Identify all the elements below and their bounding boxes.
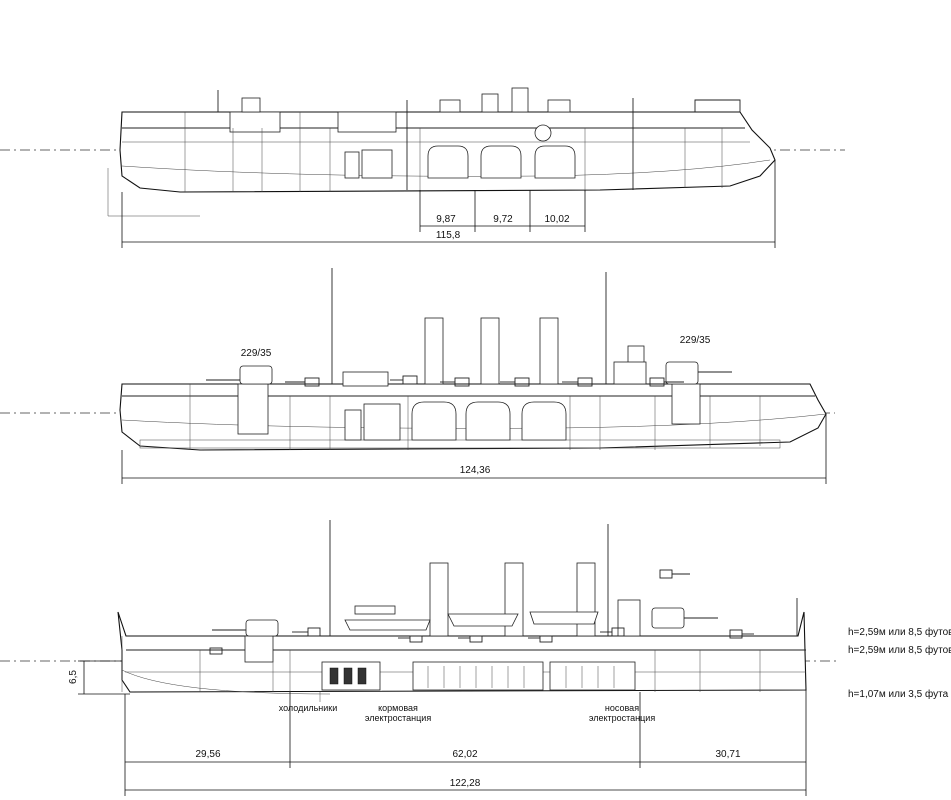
deck-height-3: h=1,07м или 3,5 фута — [848, 688, 949, 700]
view-3-side-elevation: 6,5 h=2,59м или 8,5 футов h=2,59м или 8,… — [0, 520, 951, 796]
label-bow-plant-2: электростанция — [589, 713, 656, 723]
main-gun-aft — [206, 365, 273, 385]
funnel-3 — [539, 317, 559, 385]
draft-value: 6,5 — [68, 670, 79, 684]
gun-caliber-aft: 229/35 — [241, 348, 272, 359]
funnel-1 — [424, 317, 444, 385]
secondary-guns-view-2 — [285, 375, 684, 387]
dimension-lines-view-2 — [121, 414, 827, 484]
gun-caliber-fwd: 229/35 — [680, 335, 711, 346]
deck-height-1: h=2,59м или 8,5 футов — [848, 626, 951, 638]
dim-engine-1: 9,87 — [436, 214, 456, 225]
label-bow-plant-1: носовая — [605, 703, 639, 713]
secondary-guns-view-3 — [200, 569, 754, 655]
label-aft-plant-1: кормовая — [378, 703, 418, 713]
funnel-1-view-3 — [429, 562, 449, 637]
deck-height-2: h=2,59м или 8,5 футов — [848, 644, 951, 656]
dim-engine-2: 9,72 — [493, 214, 513, 225]
view-1-side-elevation: 9,87 9,72 10,02 115,8 — [0, 87, 845, 248]
label-aft-plant-2: электростанция — [365, 713, 432, 723]
funnel-2 — [480, 317, 500, 385]
dim-mid: 62,02 — [452, 749, 477, 760]
dim-total-view-3: 122,28 — [450, 778, 481, 789]
dim-total-view-2: 124,36 — [460, 465, 491, 476]
dimension-lines-view-1 — [121, 160, 776, 248]
dim-engine-3: 10,02 — [544, 214, 569, 225]
dim-aft: 29,56 — [195, 749, 220, 760]
funnel-3-view-3 — [576, 562, 596, 637]
main-gun-aft-view-3 — [212, 619, 279, 637]
dimension-lines-view-3 — [124, 690, 807, 796]
label-fridges: холодильники — [279, 703, 338, 713]
dim-bow: 30,71 — [715, 749, 740, 760]
main-gun-fwd — [665, 361, 732, 385]
main-gun-fwd-view-3 — [651, 607, 718, 629]
draft-dimension — [78, 660, 130, 695]
view-2-side-elevation: 229/35 229/35 124,36 — [0, 268, 835, 484]
dim-total-view-1: 115,8 — [436, 230, 461, 241]
